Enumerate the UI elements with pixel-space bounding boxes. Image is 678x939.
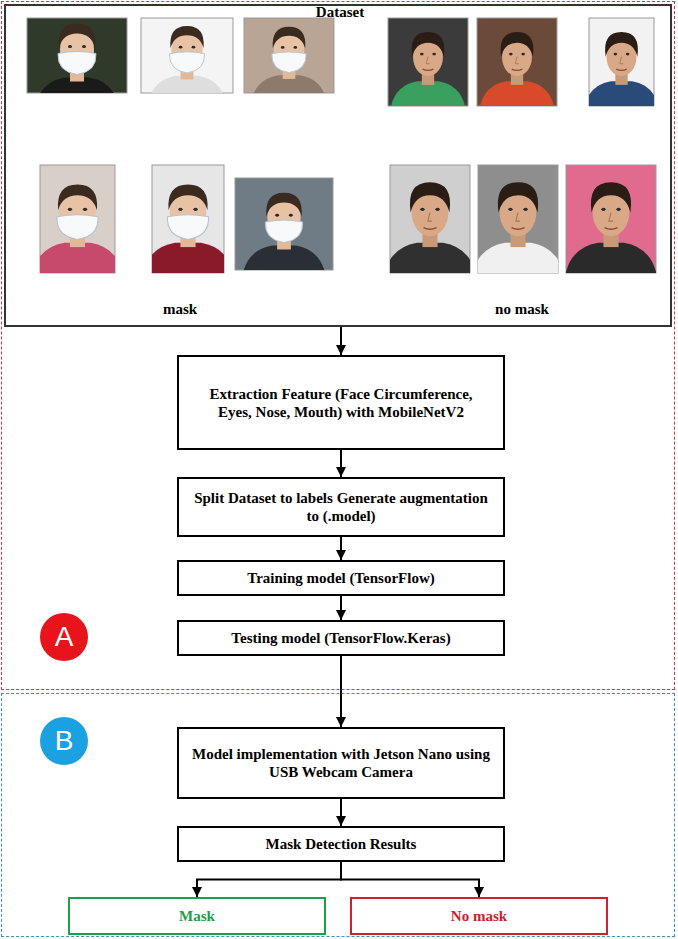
box-label: Split Dataset to labels Generate augment…: [191, 489, 491, 525]
flow-arrow: [340, 450, 342, 477]
process-box: Model implementation with Jetson Nano us…: [177, 727, 505, 799]
class-label: no mask: [452, 300, 592, 318]
flow-arrow: [340, 799, 342, 826]
box-label: No mask: [451, 907, 507, 925]
dataset-panel: Dataset mask no mask: [4, 4, 672, 327]
region-badge: B: [40, 717, 88, 765]
result-box: No mask: [350, 897, 608, 935]
class-label: mask: [110, 300, 250, 318]
panel-heading: Dataset: [240, 3, 440, 21]
flow-arrow: [340, 537, 342, 560]
box-label: Mask Detection Results: [266, 835, 417, 853]
process-box: Mask Detection Results: [177, 826, 505, 862]
region-badge: A: [40, 613, 88, 661]
box-label: Testing model (TensorFlow.Keras): [231, 629, 450, 647]
process-box: Extraction Feature (Face Circumference, …: [177, 355, 505, 450]
box-label: Mask: [179, 907, 215, 925]
flow-arrow: [340, 656, 342, 727]
group-region: B Model implementation with Jetson Nano u…: [1, 693, 675, 937]
group-region: A Dataset mask no maskExtraction Feature (F…: [1, 1, 675, 690]
process-box: Split Dataset to labels Generate augment…: [177, 477, 505, 537]
flow-arrow: [341, 862, 479, 897]
box-label: Training model (TensorFlow): [247, 569, 435, 587]
result-box: Mask: [68, 897, 326, 935]
flow-arrow: [340, 327, 342, 355]
box-label: Model implementation with Jetson Nano us…: [191, 745, 491, 781]
flow-arrow: [340, 596, 342, 620]
flow-arrow: [197, 862, 341, 897]
process-box: Testing model (TensorFlow.Keras): [177, 620, 505, 656]
process-box: Training model (TensorFlow): [177, 560, 505, 596]
box-label: Extraction Feature (Face Circumference, …: [191, 385, 491, 421]
